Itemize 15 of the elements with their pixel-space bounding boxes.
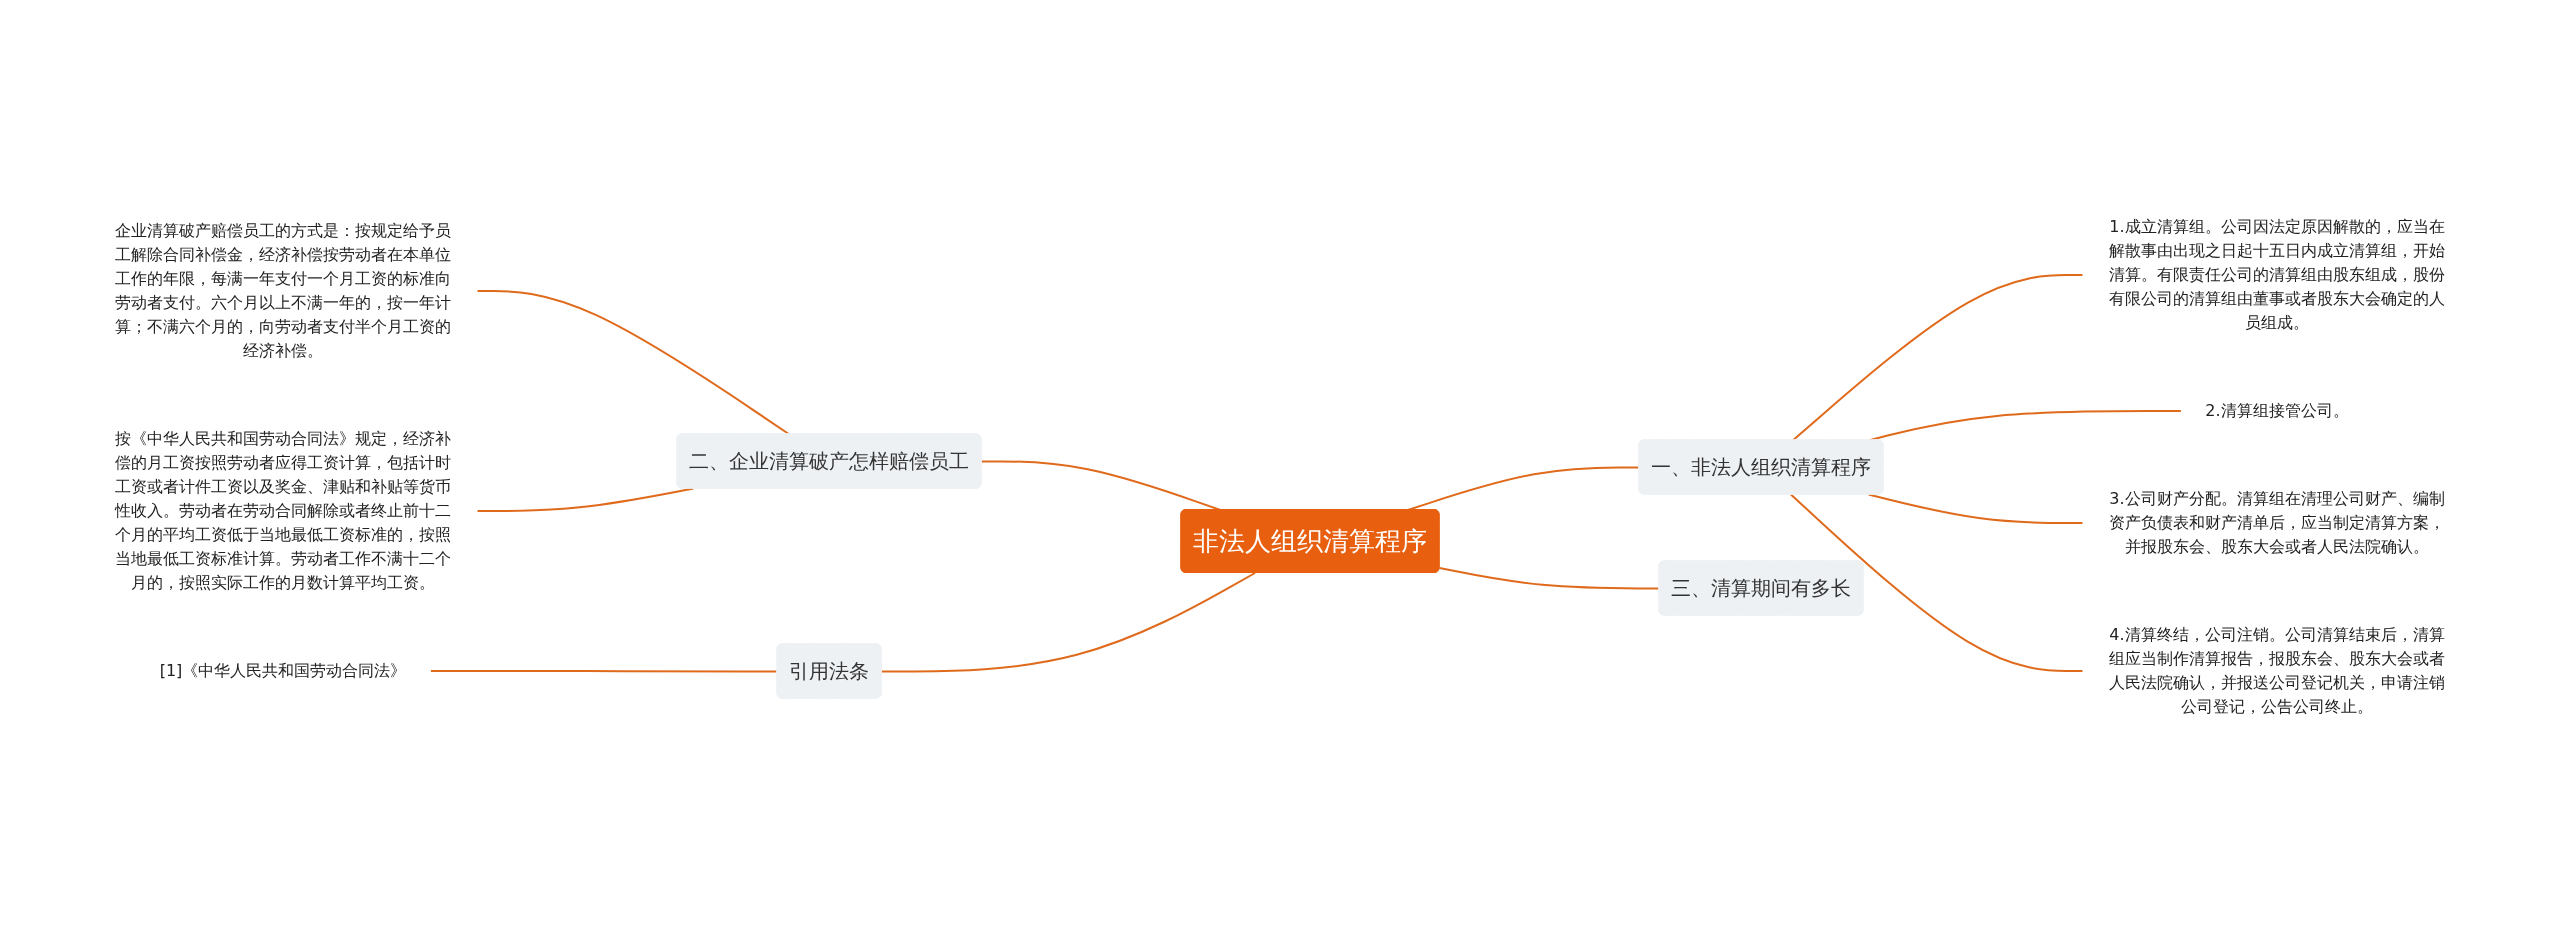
connector: [1867, 493, 2084, 524]
connector: [880, 571, 1256, 672]
node-text: 4.清算终结，公司注销。公司清算结束后，清算组应当制作清算报告，报股东会、股东大会或者人民法院确认，并报送公司登记机关，申请注销公司登记，公告公司终止。: [2109, 624, 2445, 716]
node-text: 按《中华人民共和国劳动合同法》规定，经济补偿的月工资按照劳动者应得工资计算，包括计时工资或者计件工资以及奖金、津贴和补贴等货币性收入。劳动者在劳动合同解除或者终止前十二个月的平均工资低于当地最低工资标准的，按照当地最低工资标准计算。劳动者工作不满十二个月的，按照实际工作的月数计算平均工资。: [115, 428, 451, 592]
node-text: 3.公司财产分配。清算组在清理公司财产、编制资产负债表和财产清单后，应当制定清算方案，并报股东会、股东大会或者人民法院确认。: [2109, 488, 2445, 556]
node-text: [1]《中华人民共和国劳动合同法》: [159, 660, 407, 680]
node-text: 企业清算破产赔偿员工的方式是：按规定给予员工解除合同补偿金，经济补偿按劳动者在本单位工作的年限，每满一年支付一个月工资的标准向劳动者支付。六个月以上不满一年的，按一年计算；不满六个月的，向劳动者支付半个月工资的经济补偿。: [115, 220, 451, 360]
connector: [476, 487, 695, 512]
node-text: 2.清算组接管公司。: [2205, 400, 2349, 420]
connector: [1791, 273, 2084, 441]
connector: [476, 289, 791, 435]
node-text: 1.成立清算组。公司因法定原因解散的，应当在解散事由出现之日起十五日内成立清算组，开始清算。有限责任公司的清算组由股东组成，股份有限公司的清算组由董事或者股东大会确定的人员组成。: [2109, 216, 2445, 332]
connector: [1438, 566, 1661, 589]
connector: [429, 669, 779, 672]
connector: [1789, 493, 2084, 672]
